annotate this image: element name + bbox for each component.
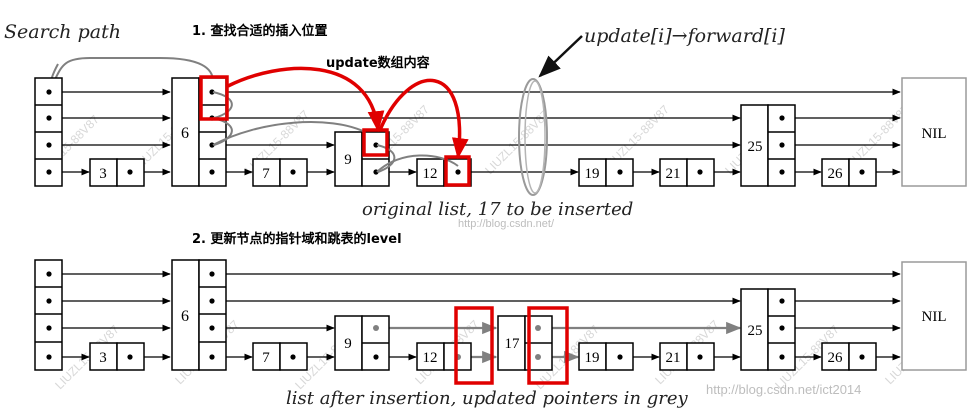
bottom-node-3: [89, 342, 145, 371]
step2-label: 2. 更新节点的指针域和跳表的level: [192, 231, 402, 247]
bottom-node-7: [252, 342, 308, 371]
update-ellipse: [518, 78, 548, 196]
caption-top: original list, 17 to be inserted: [362, 199, 633, 220]
bottom-node-3-key: 3: [99, 350, 107, 366]
bottom-node-21-key: 21: [666, 350, 681, 366]
top-node-3-key: 3: [99, 166, 107, 182]
bottom-pointer-dots: [46, 271, 865, 360]
caption-bottom: list after insertion, updated pointers i…: [286, 388, 689, 409]
top-node-3: [89, 158, 145, 187]
bottom-node-7-key: 7: [262, 350, 270, 366]
update-forward-arrow: [538, 35, 583, 78]
bottom-node-19-key: 19: [585, 350, 600, 366]
top-node-19-key: 19: [585, 166, 600, 182]
update-forward-label: update[i]→forward[i]: [584, 25, 785, 47]
search-path-label: Search path: [4, 21, 121, 43]
top-pointer-dots: [46, 89, 865, 175]
top-node-7: [252, 158, 308, 187]
top-node-6: [171, 77, 227, 187]
top-node-26-key: 26: [828, 166, 844, 182]
top-nil-node: [901, 77, 967, 187]
bottom-node-9: [334, 315, 390, 371]
bottom-node-6-key: 6: [181, 308, 189, 325]
top-node-21-key: 21: [666, 166, 681, 182]
bottom-header-node: [34, 259, 63, 371]
update-ellipse-inner: [524, 80, 546, 194]
update-red-arrow: [227, 66, 385, 133]
top-node-9-key: 9: [344, 152, 352, 168]
top-node-6-key: 6: [181, 125, 189, 142]
bottom-node-6: [171, 259, 227, 371]
search-path-curve: [47, 57, 214, 93]
top-node-25-key: 25: [748, 139, 763, 155]
bottom-nil-node: [901, 261, 967, 371]
bottom-node-25-key: 25: [748, 323, 763, 339]
bottom-node-12-key: 12: [423, 350, 438, 366]
top-node-12-key: 12: [423, 166, 438, 182]
blog-url-top: http://blog.csdn.net/: [458, 218, 555, 230]
top-header-node: [34, 77, 63, 187]
update-red-arrow: [378, 78, 469, 160]
insert-highlight-boxes: [454, 306, 569, 385]
bottom-node-9-key: 9: [344, 336, 352, 352]
top-node-7-key: 7: [262, 166, 270, 182]
bottom-node-17-key: 17: [505, 336, 521, 352]
top-list: 6 3 7 9 12 19 21: [34, 66, 967, 196]
step1-label: 1. 查找合适的插入位置: [192, 23, 328, 39]
top-node-9: [334, 131, 390, 187]
top-node-21: [659, 158, 715, 187]
bottom-node-21: [659, 342, 715, 371]
update-array-label: update数组内容: [326, 55, 430, 71]
blog-url-bottom: http://blog.csdn.net/ict2014: [706, 382, 861, 397]
top-nil-label: NIL: [922, 126, 947, 142]
bottom-node-26-key: 26: [828, 350, 844, 366]
bottom-list: 6 3 7 9 12 17 19: [34, 259, 967, 385]
bottom-nil-label: NIL: [922, 309, 947, 325]
